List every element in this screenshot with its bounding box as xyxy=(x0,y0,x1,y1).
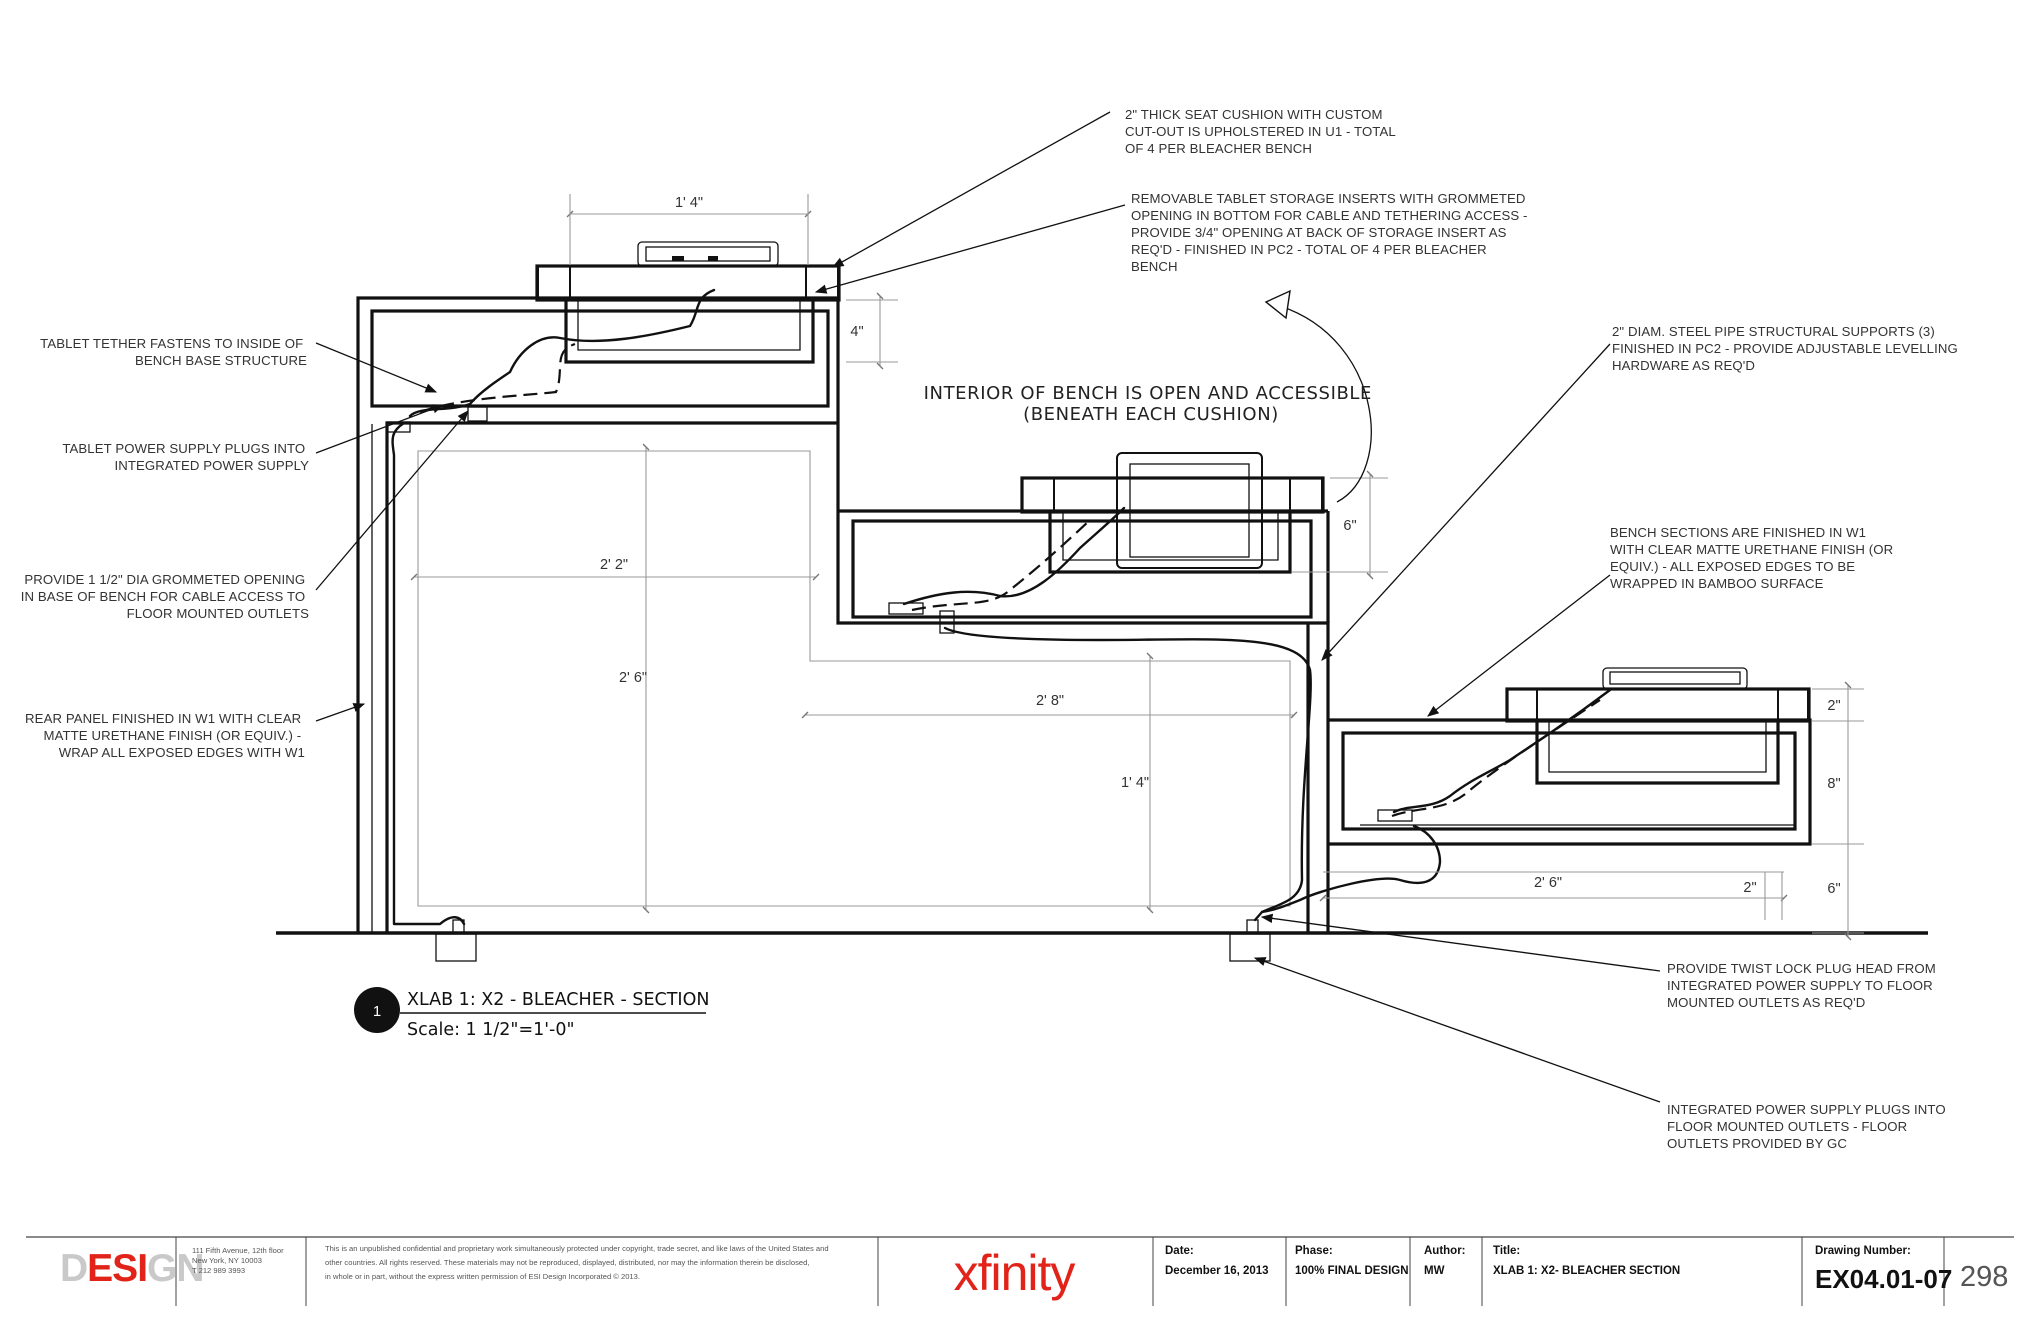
legal-notice: This is an unpublished confidential and … xyxy=(325,1244,831,1281)
esi-design-logo: DESIGN xyxy=(60,1247,204,1290)
dim-high-height: 2' 6" xyxy=(619,670,647,686)
cables xyxy=(391,288,1612,926)
dim-mid-width: 2' 8" xyxy=(1036,693,1064,709)
page-number: 298 xyxy=(1960,1261,2008,1293)
section-title: 1 XLAB 1: X2 - BLEACHER - SECTION Scale:… xyxy=(354,987,709,1040)
dim-top-width: 1' 4" xyxy=(675,195,703,211)
callout-notes: 2" THICK SEAT CUSHION WITH CUSTOM CUT-OU… xyxy=(21,107,1962,1151)
dim-mid-cushion-offset: 6" xyxy=(1343,518,1356,534)
title-block: DESIGN 111 Fifth Avenue, 12th floor New … xyxy=(26,1236,2014,1306)
leader-lines xyxy=(315,111,1661,1103)
title-label: Title: xyxy=(1493,1245,1520,1257)
dim-low-box: 8" xyxy=(1827,776,1840,792)
section-number-bubble xyxy=(354,987,400,1033)
dim-low-width: 2' 6" xyxy=(1534,875,1562,891)
phase-label: Phase: xyxy=(1295,1245,1333,1257)
author-label: Author: xyxy=(1424,1245,1466,1257)
drawing-number-label: Drawing Number: xyxy=(1815,1245,1911,1257)
note-steel-pipe: 2" DIAM. STEEL PIPE STRUCTURAL SUPPORTS … xyxy=(1612,324,1962,373)
note-twist-lock: PROVIDE TWIST LOCK PLUG HEAD FROM INTEGR… xyxy=(1667,961,1940,1010)
dim-low-base: 6" xyxy=(1827,881,1840,897)
drawing-number-value: EX04.01-07 xyxy=(1815,1264,1952,1294)
note-tablet-tether: TABLET TETHER FASTENS TO INSIDE OF BENCH… xyxy=(40,336,307,368)
note-rear-panel: REAR PANEL FINISHED IN W1 WITH CLEAR MAT… xyxy=(25,711,305,760)
note-seat-cushion: 2" THICK SEAT CUSHION WITH CUSTOM CUT-OU… xyxy=(1125,107,1399,156)
dim-high-width: 2' 2" xyxy=(600,557,628,573)
title-value: XLAB 1: X2- BLEACHER SECTION xyxy=(1493,1265,1680,1277)
bench-structure xyxy=(276,241,1928,962)
phase-value: 100% FINAL DESIGN xyxy=(1295,1265,1409,1277)
note-interior-open: INTERIOR OF BENCH IS OPEN AND ACCESSIBLE… xyxy=(924,383,1379,425)
date-label: Date: xyxy=(1165,1245,1194,1257)
xfinity-logo: xfinity xyxy=(954,1245,1076,1301)
note-grommet-opening: PROVIDE 1 1/2" DIA GROMMETED OPENING IN … xyxy=(21,572,309,621)
dim-mid-height: 1' 4" xyxy=(1121,775,1149,791)
address: 111 Fifth Avenue, 12th floor New York, N… xyxy=(192,1246,286,1275)
dim-insert-depth: 4" xyxy=(850,324,863,340)
note-tablet-power: TABLET POWER SUPPLY PLUGS INTO INTEGRATE… xyxy=(62,441,309,473)
author-value: MW xyxy=(1424,1265,1445,1277)
note-integrated-power: INTEGRATED POWER SUPPLY PLUGS INTO FLOOR… xyxy=(1667,1102,1949,1151)
section-title-text: XLAB 1: X2 - BLEACHER - SECTION xyxy=(407,990,709,1010)
note-tablet-inserts: REMOVABLE TABLET STORAGE INSERTS WITH GR… xyxy=(1131,191,1531,274)
dim-low-cushion: 2" xyxy=(1827,698,1840,714)
note-bench-sections: BENCH SECTIONS ARE FINISHED IN W1 WITH C… xyxy=(1610,525,1897,591)
date-value: December 16, 2013 xyxy=(1165,1265,1269,1277)
dim-low-edge: 2" xyxy=(1743,880,1756,896)
section-scale: Scale: 1 1/2"=1'-0" xyxy=(407,1020,575,1040)
section-number: 1 xyxy=(373,1003,381,1020)
dimensions: 1' 4" 4" 2' 2" 2' 6" 2' 8" 1' 4" 6" 2' 6… xyxy=(410,194,1864,941)
